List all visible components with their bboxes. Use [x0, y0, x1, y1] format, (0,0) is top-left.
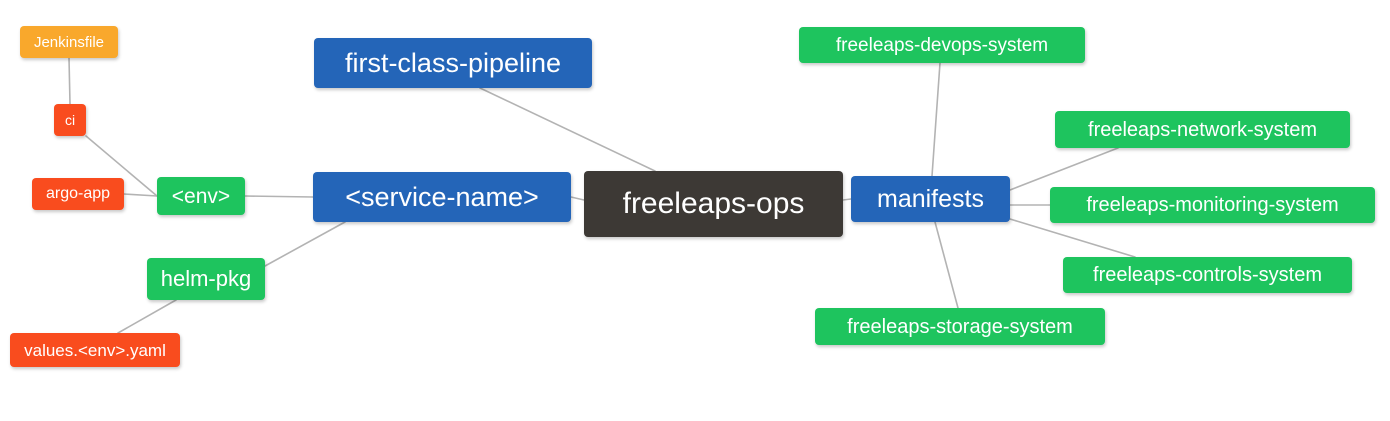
mindmap-node-freeleaps-storage-system[interactable]: freeleaps-storage-system	[815, 308, 1105, 345]
mindmap-node-service-name[interactable]: <service-name>	[313, 172, 571, 222]
edge-argo-app-to-env	[123, 193, 158, 197]
edge-freeleaps-ops-to-manifests	[842, 198, 852, 201]
edge-first-class-pipeline-to-freeleaps-ops	[479, 87, 656, 172]
mindmap-node-helm-pkg[interactable]: helm-pkg	[147, 258, 265, 300]
edge-manifests-to-freeleaps-devops-system	[931, 62, 941, 177]
mindmap-node-freeleaps-devops-system[interactable]: freeleaps-devops-system	[799, 27, 1085, 63]
edge-helm-pkg-to-service-name	[264, 221, 346, 267]
mindmap-node-argo-app[interactable]: argo-app	[32, 178, 124, 210]
edge-values-env-yaml-to-helm-pkg	[117, 299, 177, 334]
mindmap-node-freeleaps-ops[interactable]: freeleaps-ops	[584, 171, 843, 237]
edge-env-to-service-name	[244, 195, 314, 198]
mindmap-node-freeleaps-network-system[interactable]: freeleaps-network-system	[1055, 111, 1350, 148]
edge-service-name-to-freeleaps-ops	[570, 196, 585, 201]
mindmap-node-manifests[interactable]: manifests	[851, 176, 1010, 222]
mindmap-node-first-class-pipeline[interactable]: first-class-pipeline	[314, 38, 592, 88]
mindmap-node-env[interactable]: <env>	[157, 177, 245, 215]
mindmap-node-freeleaps-controls-system[interactable]: freeleaps-controls-system	[1063, 257, 1352, 293]
mindmap-node-jenkinsfile[interactable]: Jenkinsfile	[20, 26, 118, 58]
edge-manifests-to-freeleaps-storage-system	[934, 221, 959, 309]
edge-jenkinsfile-to-ci	[68, 57, 71, 105]
edge-manifests-to-freeleaps-controls-system	[1009, 218, 1136, 258]
mindmap-node-freeleaps-monitoring-system[interactable]: freeleaps-monitoring-system	[1050, 187, 1375, 223]
mindmap-node-ci[interactable]: ci	[54, 104, 86, 136]
mindmap-node-values-env-yaml[interactable]: values.<env>.yaml	[10, 333, 180, 367]
edge-manifests-to-freeleaps-network-system	[1009, 147, 1119, 191]
